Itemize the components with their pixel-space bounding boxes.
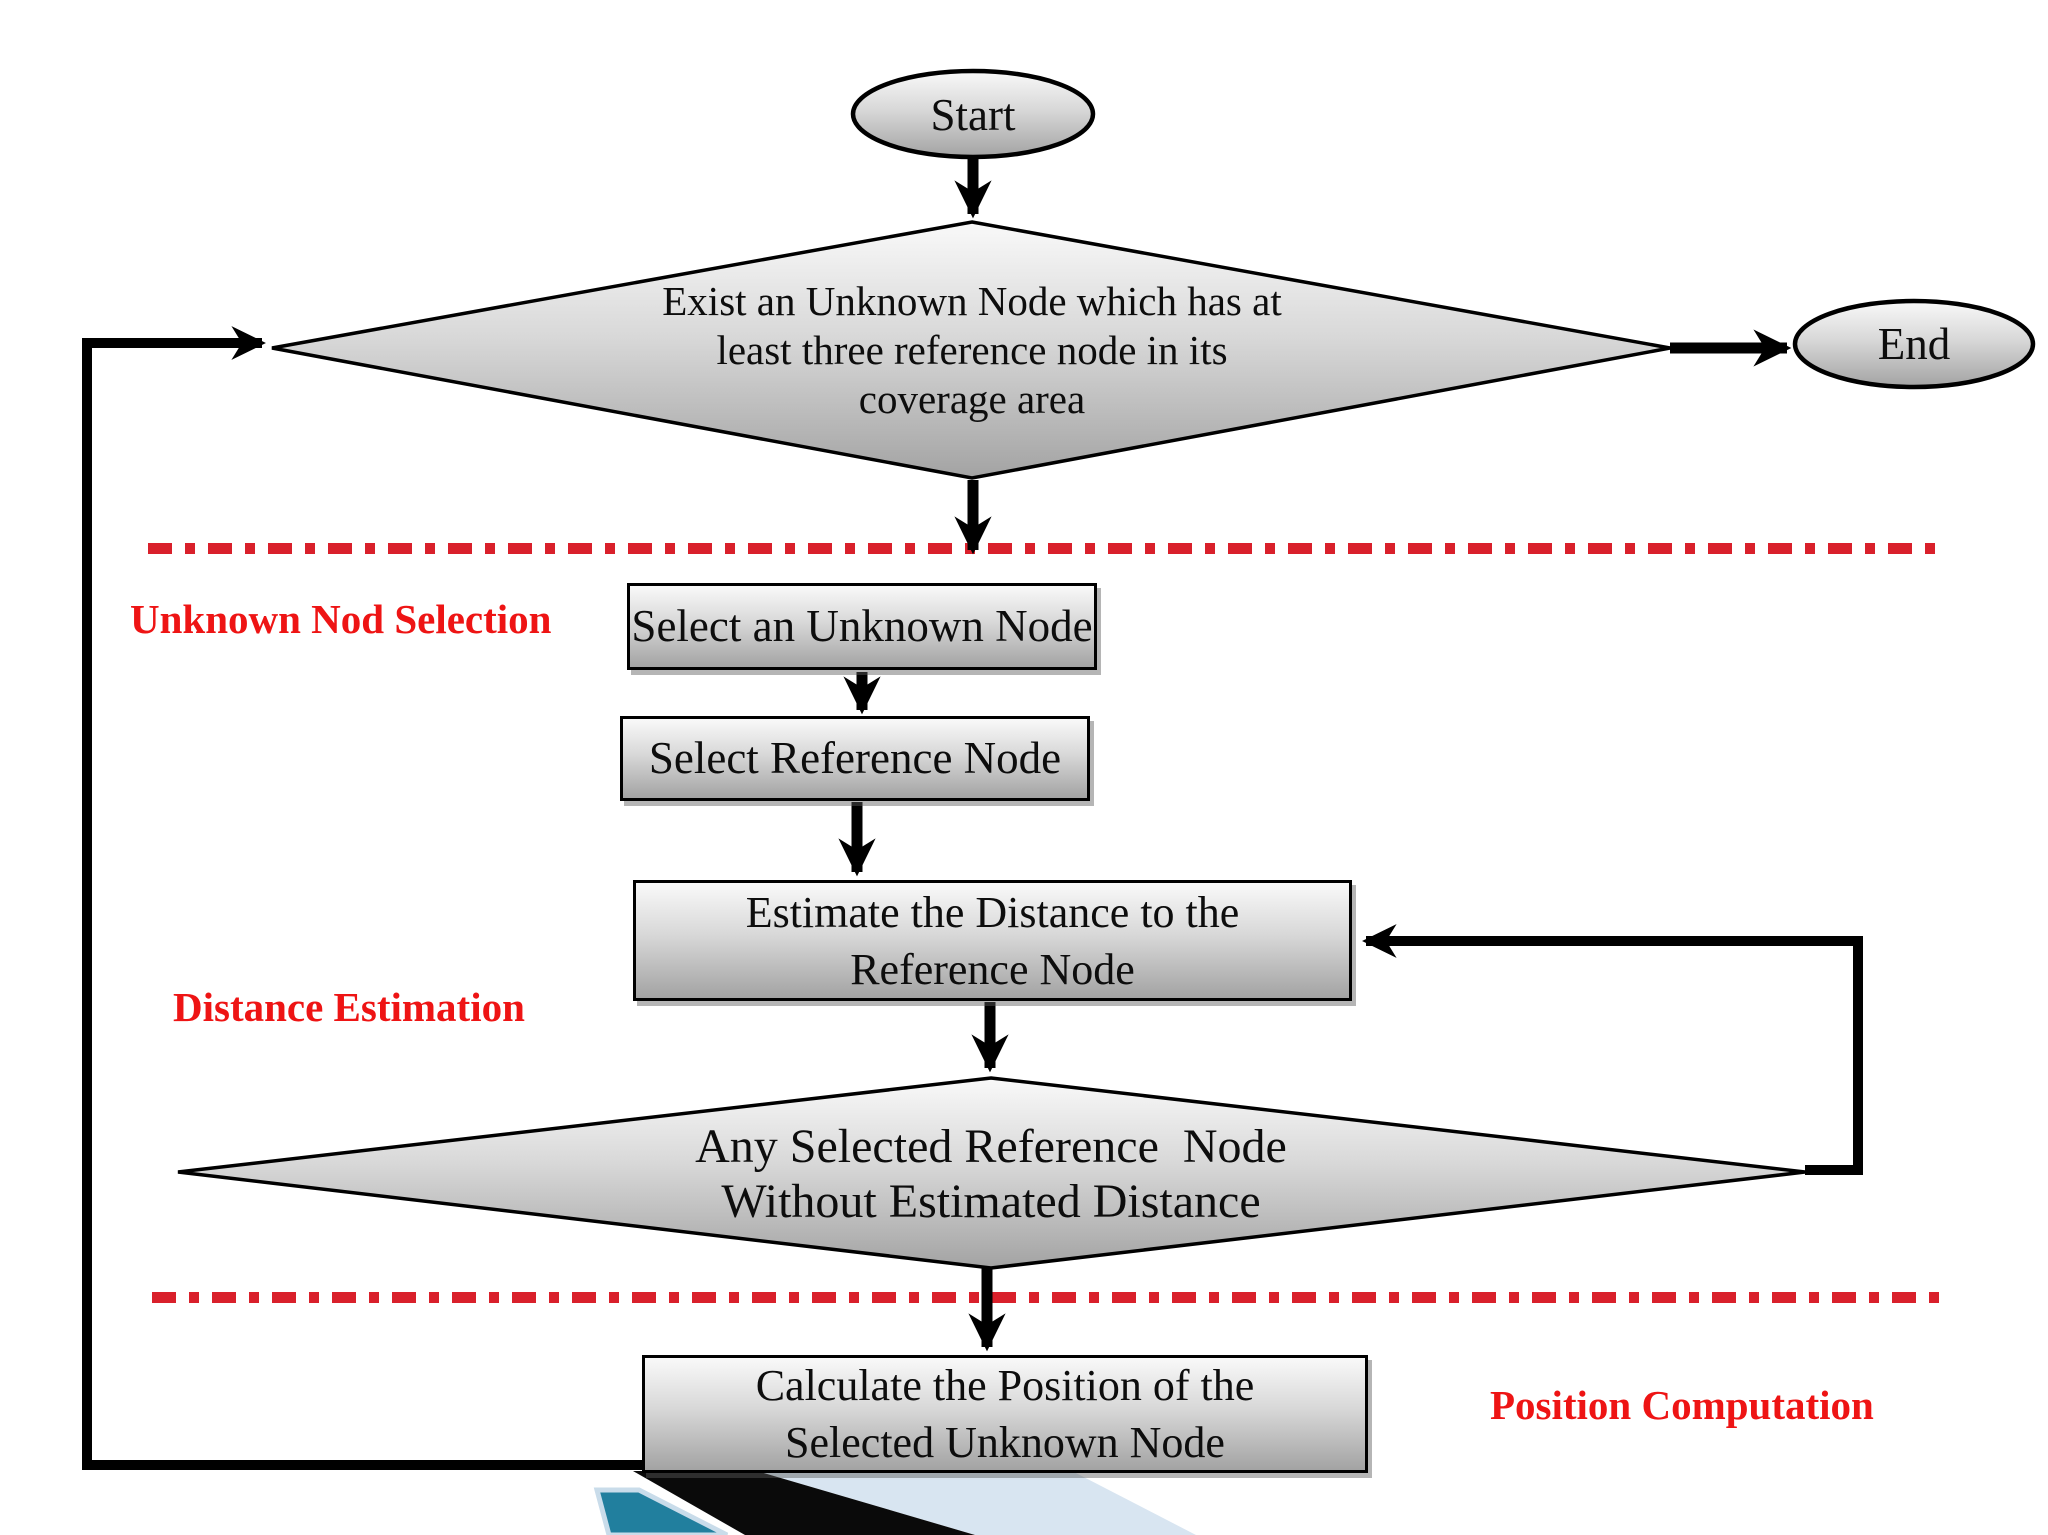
decision1-line2: least three reference node in its xyxy=(716,327,1228,373)
decision1-text: Exist an Unknown Node which has at least… xyxy=(472,277,1472,424)
decision1-line3: coverage area xyxy=(858,376,1086,422)
end-label: End xyxy=(1795,301,2033,387)
calculate-loopback-arrow xyxy=(82,326,644,1470)
decision1-diamond xyxy=(271,220,1671,480)
calculate-position-line2: Selected Unknown Node xyxy=(785,1418,1225,1467)
footer-stripe-teal-shape xyxy=(593,1487,729,1535)
footer-stripe-lightblue-shape xyxy=(757,1471,1196,1535)
decision2-text: Any Selected Reference Node Without Esti… xyxy=(441,1119,1541,1229)
section-divider-2 xyxy=(152,1292,1940,1303)
end-ellipse xyxy=(1792,298,2036,390)
distance-estimation-label: Distance Estimation xyxy=(173,984,525,1030)
start-label-text: Start xyxy=(930,89,1016,140)
section-divider-1 xyxy=(148,543,1936,554)
unknown-node-selection-label: Unknown Nod Selection xyxy=(130,596,552,642)
calculate-position-line1: Calculate the Position of the xyxy=(755,1361,1255,1410)
position-computation-label: Position Computation xyxy=(1490,1382,1874,1428)
end-label-text: End xyxy=(1877,319,1951,369)
select-unknown-node-box: Select an Unknown Node xyxy=(627,583,1097,670)
select-reference-node-box: Select Reference Node xyxy=(620,716,1090,801)
estimate-distance-line2: Reference Node xyxy=(850,944,1135,994)
calculate-position-box: Calculate the Position of the Selected U… xyxy=(642,1355,1368,1473)
decision2-line2: Without Estimated Distance xyxy=(721,1175,1261,1228)
decision1-line1: Exist an Unknown Node which has at xyxy=(662,278,1282,324)
footer-stripe-black-shape xyxy=(633,1471,975,1535)
start-label: Start xyxy=(853,72,1093,157)
estimate-distance-box: Estimate the Distance to the Reference N… xyxy=(633,880,1352,1001)
decision2-loopback-arrow xyxy=(1362,924,1863,1175)
select-reference-node-label: Select Reference Node xyxy=(648,733,1062,783)
select-unknown-node-label: Select an Unknown Node xyxy=(631,601,1093,651)
decision2-line1: Any Selected Reference Node xyxy=(695,1120,1287,1173)
estimate-distance-line1: Estimate the Distance to the xyxy=(745,887,1240,937)
